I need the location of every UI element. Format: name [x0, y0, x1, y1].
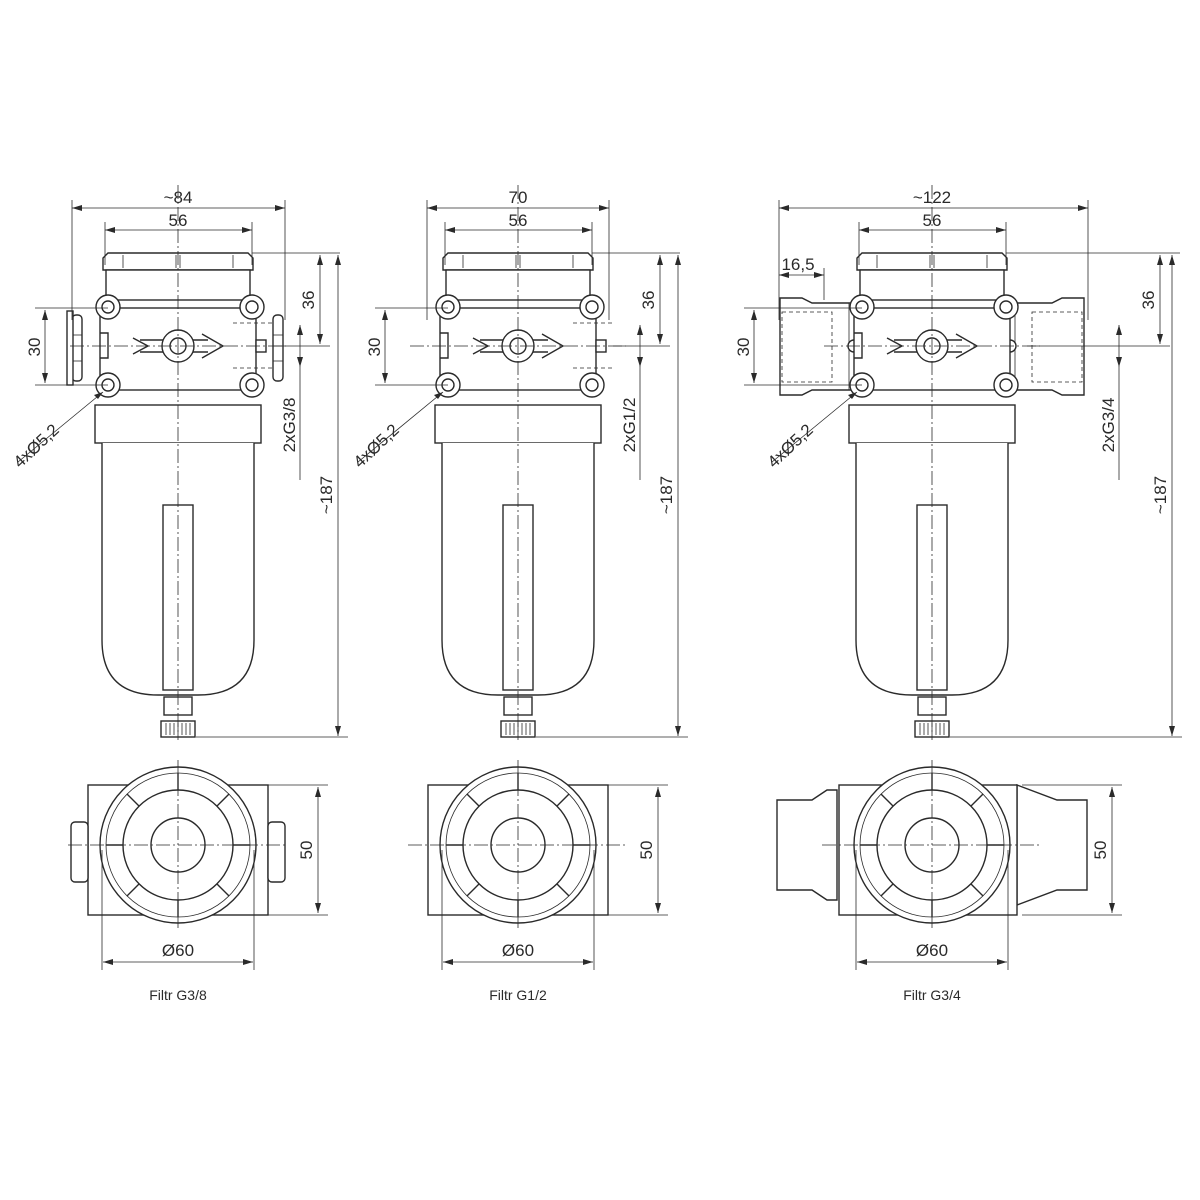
port-bracket	[440, 332, 449, 359]
bolt-boss	[849, 294, 875, 320]
hex-nut	[272, 314, 284, 382]
leader-arrow	[848, 392, 857, 399]
overall-width-label: 70	[509, 188, 528, 207]
holes-label: 4xØ5,2	[350, 420, 403, 471]
port-offset-label: 36	[639, 291, 658, 310]
rib	[126, 793, 140, 807]
port-offset-label: 36	[1139, 291, 1158, 310]
mounting-hole	[101, 300, 115, 314]
holes-label: 4xØ5,2	[10, 420, 63, 471]
mounting-hole	[441, 300, 455, 314]
bowl-diameter-label: Ø60	[162, 941, 194, 960]
rib	[970, 793, 984, 807]
rib	[466, 883, 480, 897]
bolt-boss	[993, 372, 1019, 398]
port-adapter	[779, 297, 859, 396]
hole-leader	[17, 391, 104, 463]
bolt-boss	[993, 294, 1019, 320]
port-offset-label: 36	[299, 291, 318, 310]
thread-label: 2xG1/2	[620, 398, 639, 453]
leader-arrow	[94, 392, 103, 399]
port-bracket	[100, 332, 109, 359]
rib	[880, 883, 894, 897]
mounting-hole	[999, 378, 1013, 392]
hex-nut	[267, 821, 286, 883]
bolt-spacing-label: 30	[734, 338, 753, 357]
rib	[880, 793, 894, 807]
height-label: ~187	[657, 476, 676, 514]
rib	[466, 793, 480, 807]
rib	[126, 883, 140, 897]
overall-width-label: ~84	[164, 188, 193, 207]
mounting-hole	[855, 300, 869, 314]
filter-caption: Filtr G3/4	[903, 987, 961, 1003]
hex-nut	[70, 821, 89, 883]
height-label: ~187	[1151, 476, 1170, 514]
thread-label: 2xG3/8	[280, 398, 299, 453]
adapter-length-label: 16,5	[781, 255, 814, 274]
bolt-boss	[95, 294, 121, 320]
head-width-label: 56	[509, 211, 528, 230]
bolt-spacing-label: 30	[25, 338, 44, 357]
bolt-boss	[239, 294, 265, 320]
bowl-diameter-label: Ø60	[916, 941, 948, 960]
depth-label: 50	[297, 841, 316, 860]
port-adapter	[1005, 297, 1085, 396]
rib	[556, 793, 570, 807]
overall-width-label: ~122	[913, 188, 951, 207]
mounting-hole	[245, 300, 259, 314]
holes-label: 4xØ5,2	[764, 420, 817, 471]
bolt-spacing-label: 30	[365, 338, 384, 357]
rib	[216, 793, 230, 807]
thread-hidden	[781, 311, 833, 383]
bolt-boss	[239, 372, 265, 398]
rib	[970, 883, 984, 897]
thread-label: 2xG3/4	[1099, 398, 1118, 453]
mounting-hole	[245, 378, 259, 392]
head-width-label: 56	[169, 211, 188, 230]
mounting-hole	[585, 378, 599, 392]
mounting-hole	[999, 300, 1013, 314]
hole-leader	[771, 391, 858, 463]
bolt-boss	[579, 372, 605, 398]
head-width-label: 56	[923, 211, 942, 230]
hole-leader	[357, 391, 444, 463]
rib	[216, 883, 230, 897]
height-label: ~187	[317, 476, 336, 514]
bowl-diameter-label: Ø60	[502, 941, 534, 960]
rib	[556, 883, 570, 897]
depth-label: 50	[1091, 841, 1110, 860]
filter-caption: Filtr G1/2	[489, 987, 547, 1003]
port-adapter-bottom	[776, 789, 838, 901]
bolt-boss	[435, 294, 461, 320]
bolt-boss	[579, 294, 605, 320]
thread-hidden	[1031, 311, 1083, 383]
filter-caption: Filtr G3/8	[149, 987, 207, 1003]
mounting-hole	[585, 300, 599, 314]
leader-arrow	[434, 392, 443, 399]
port-flange	[66, 310, 74, 386]
depth-label: 50	[637, 841, 656, 860]
port-bracket	[854, 332, 863, 359]
